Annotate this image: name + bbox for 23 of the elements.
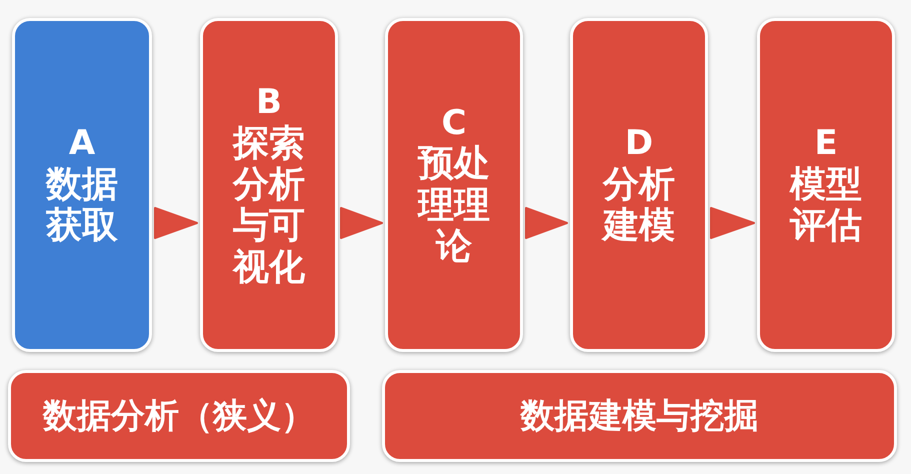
step-title: 模型评估 — [790, 164, 862, 247]
process-box — [757, 18, 895, 352]
step-letter: E — [814, 123, 838, 164]
arrow — [525, 207, 568, 239]
step-letter: D — [624, 123, 654, 164]
phase-bar — [382, 370, 897, 462]
process-box — [570, 18, 708, 352]
process-box — [12, 18, 152, 352]
step-title: 数据获取 — [46, 164, 118, 247]
phase-title: 数据建模与挖掘 — [520, 396, 758, 436]
phase-bar — [8, 370, 350, 462]
step-letter: C — [442, 102, 466, 144]
step-title: 探索分析与可视化 — [233, 122, 305, 288]
step-title: 预处理理论 — [418, 143, 490, 268]
arrow — [710, 207, 755, 239]
phase-title: 数据分析（狭义） — [43, 396, 315, 436]
step-title: 分析建模 — [603, 164, 675, 247]
step-letter: B — [256, 82, 282, 123]
process-box — [385, 18, 523, 352]
arrow — [154, 207, 198, 239]
arrow — [340, 207, 383, 239]
process-box — [200, 18, 338, 352]
step-letter: A — [68, 123, 96, 164]
